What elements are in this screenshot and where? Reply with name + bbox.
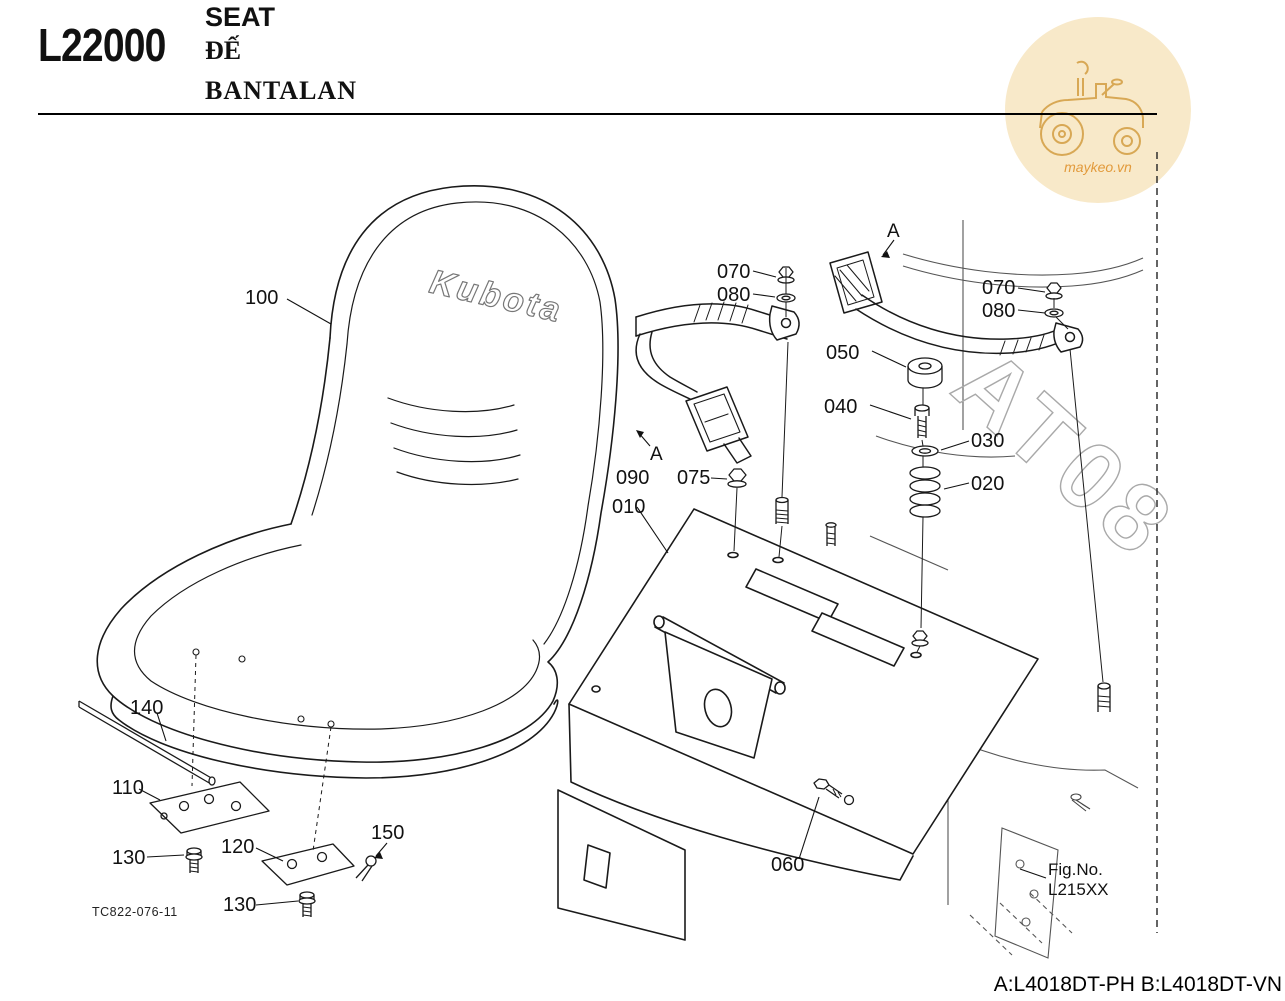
callout-020: 020 xyxy=(971,473,1005,495)
callout-130-b: 130 xyxy=(223,894,257,916)
callout-060: 060 xyxy=(771,854,805,876)
ref-a-left: A xyxy=(650,444,663,465)
bracket-120-icon xyxy=(261,843,355,886)
model-code: L22000 xyxy=(38,19,166,71)
cap-050-icon xyxy=(907,357,943,389)
callout-030: 030 xyxy=(971,430,1005,452)
seat-belt-left-090 xyxy=(635,301,800,464)
watermark-logo: maykeo.vn xyxy=(1005,17,1191,203)
callout-130-a: 130 xyxy=(112,847,146,869)
mounting-plate-010 xyxy=(557,508,1039,941)
rod-140-icon xyxy=(78,700,216,786)
leader-arrowheads xyxy=(374,251,890,859)
cotter-pin-150-icon xyxy=(355,855,377,882)
seat-part-100: Kubota xyxy=(96,185,619,779)
spring-020-icon xyxy=(909,466,941,518)
bracket-110-icon xyxy=(149,781,270,834)
figure-number: Fig.No. L215XX xyxy=(1048,860,1109,900)
callout-040: 040 xyxy=(824,396,858,418)
model-variants: A:L4018DT-PH B:L4018DT-VN xyxy=(993,973,1282,996)
fender-background xyxy=(869,220,1144,959)
callout-080-left: 080 xyxy=(717,284,751,306)
nut-070-right-icon xyxy=(1045,282,1063,300)
bolt-130a-icon xyxy=(185,847,203,873)
callout-110: 110 xyxy=(112,777,144,799)
drawing-code: TC822-076-11 xyxy=(92,905,178,919)
small-bolt-icon xyxy=(825,522,837,546)
title-english: SEAT xyxy=(205,2,276,32)
seat-belt-right xyxy=(829,251,1084,356)
callout-010: 010 xyxy=(612,496,646,518)
washer-080-right-icon xyxy=(1044,308,1064,318)
figure-number-value: L215XX xyxy=(1048,880,1109,899)
bolt-040-icon xyxy=(914,404,930,438)
washer-080-left-icon xyxy=(776,293,796,303)
callout-080-right: 080 xyxy=(982,300,1016,322)
belt-bolt-left-icon xyxy=(775,496,789,524)
watermark-site: maykeo.vn xyxy=(1064,159,1132,175)
callout-150: 150 xyxy=(371,822,405,844)
bolt-060-icon xyxy=(813,778,855,806)
title-vietnamese: ĐẾ xyxy=(205,36,242,65)
tractor-logo-icon xyxy=(1039,60,1144,156)
callout-075: 075 xyxy=(677,467,711,489)
title-indonesian: BANTALAN xyxy=(205,76,357,105)
assembly-centerlines xyxy=(191,268,1104,852)
callout-120: 120 xyxy=(221,836,255,858)
nut-075-icon xyxy=(727,468,747,488)
ref-a-right: A xyxy=(887,221,900,242)
callout-100: 100 xyxy=(245,287,279,309)
washer-030-icon xyxy=(911,445,939,457)
figure-number-label: Fig.No. xyxy=(1048,860,1103,879)
belt-bolt-right-icon xyxy=(1097,682,1111,712)
header-rule xyxy=(38,113,1157,115)
callout-140: 140 xyxy=(130,697,164,719)
callout-070-left: 070 xyxy=(717,261,751,283)
callout-050: 050 xyxy=(826,342,860,364)
callout-070-right: 070 xyxy=(982,277,1016,299)
nut-plate-icon xyxy=(911,630,929,647)
callout-090: 090 xyxy=(616,467,650,489)
bolt-130b-icon xyxy=(298,891,316,917)
